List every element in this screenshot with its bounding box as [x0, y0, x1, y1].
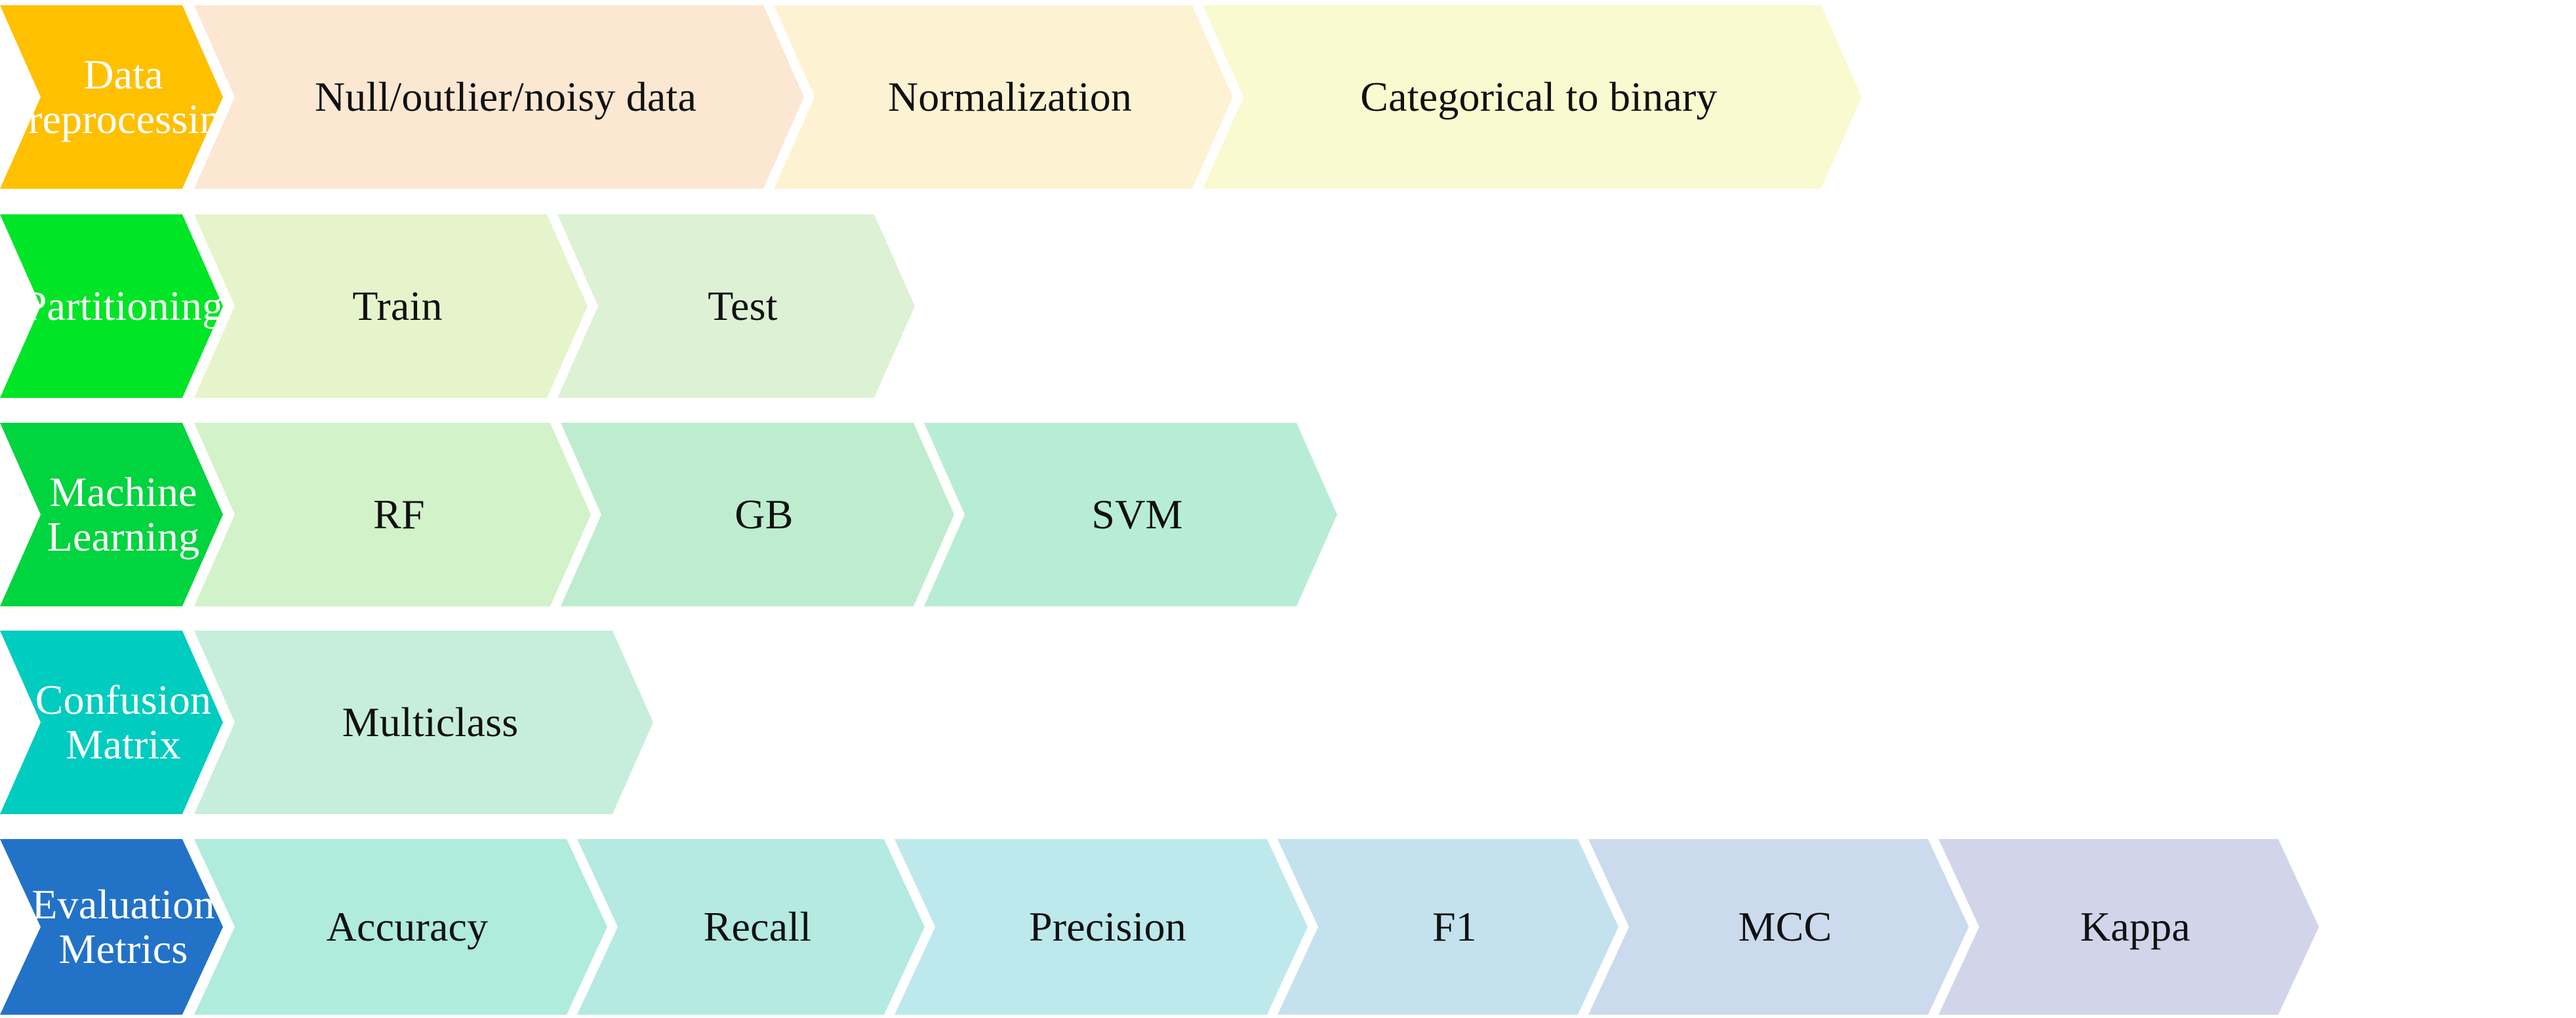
step-chevron-confusion-matrix-0[interactable]: Multiclass [194, 631, 653, 814]
stage-header-evaluation-metrics[interactable]: Evaluation Metrics [0, 839, 223, 1015]
step-chevron-machine-learning-1[interactable]: GB [561, 423, 954, 606]
step-chevron-evaluation-metrics-2[interactable]: Precision [895, 839, 1308, 1015]
step-chevron-label: SVM [1091, 491, 1183, 538]
stage-header-label: Data Preprocessing [5, 51, 242, 142]
step-chevron-partitioning-0[interactable]: Train [194, 214, 588, 398]
step-chevron-partitioning-1[interactable]: Test [557, 214, 915, 398]
flow-row-partitioning: Partitioning Train Test [0, 214, 915, 398]
stage-header-label: Confusion Matrix [35, 676, 212, 768]
step-chevron-label: Normalization [887, 73, 1133, 121]
step-chevron-evaluation-metrics-3[interactable]: F1 [1278, 839, 1619, 1015]
step-chevron-label: F1 [1432, 903, 1477, 950]
stage-header-label: Partitioning [23, 283, 224, 330]
stage-header-partitioning[interactable]: Partitioning [0, 214, 223, 398]
step-chevron-label: Multiclass [342, 699, 519, 746]
step-chevron-evaluation-metrics-0[interactable]: Accuracy [194, 839, 607, 1015]
flow-row-confusion-matrix: Confusion Matrix Multiclass [0, 631, 653, 814]
stage-header-data-preprocessing[interactable]: Data Preprocessing [0, 5, 223, 189]
step-chevron-label: Kappa [2080, 903, 2191, 950]
step-chevron-label: RF [373, 491, 425, 538]
step-chevron-machine-learning-2[interactable]: SVM [924, 423, 1337, 606]
step-chevron-data-preprocessing-1[interactable]: Normalization [774, 5, 1233, 189]
step-chevron-label: Precision [1029, 903, 1186, 950]
step-chevron-label: Train [352, 283, 443, 330]
flow-row-evaluation-metrics: Evaluation Metrics Accuracy Recall Precisio… [0, 839, 2319, 1015]
stage-header-label: Evaluation Metrics [31, 881, 215, 972]
step-chevron-label: Accuracy [326, 903, 489, 950]
stage-header-label: Machine Learning [47, 469, 200, 560]
step-chevron-label: Null/outlier/noisy data [314, 73, 697, 121]
step-chevron-data-preprocessing-2[interactable]: Categorical to binary [1203, 5, 1862, 189]
step-chevron-evaluation-metrics-5[interactable]: Kappa [1939, 839, 2319, 1015]
stage-header-machine-learning[interactable]: Machine Learning [0, 423, 223, 606]
step-chevron-label: Categorical to binary [1360, 73, 1718, 121]
stage-header-confusion-matrix[interactable]: Confusion Matrix [0, 631, 223, 814]
flow-row-machine-learning: Machine Learning RF GB SVM [0, 423, 1337, 606]
flow-row-data-preprocessing: Data Preprocessing Null/outlier/noisy dat… [0, 5, 1862, 189]
step-chevron-evaluation-metrics-1[interactable]: Recall [577, 839, 925, 1015]
step-chevron-machine-learning-0[interactable]: RF [194, 423, 591, 606]
step-chevron-label: Recall [703, 903, 812, 950]
step-chevron-label: Test [708, 283, 778, 330]
step-chevron-evaluation-metrics-4[interactable]: MCC [1588, 839, 1969, 1015]
step-chevron-data-preprocessing-0[interactable]: Null/outlier/noisy data [194, 5, 804, 189]
step-chevron-label: MCC [1738, 903, 1832, 950]
step-chevron-label: GB [735, 491, 794, 538]
